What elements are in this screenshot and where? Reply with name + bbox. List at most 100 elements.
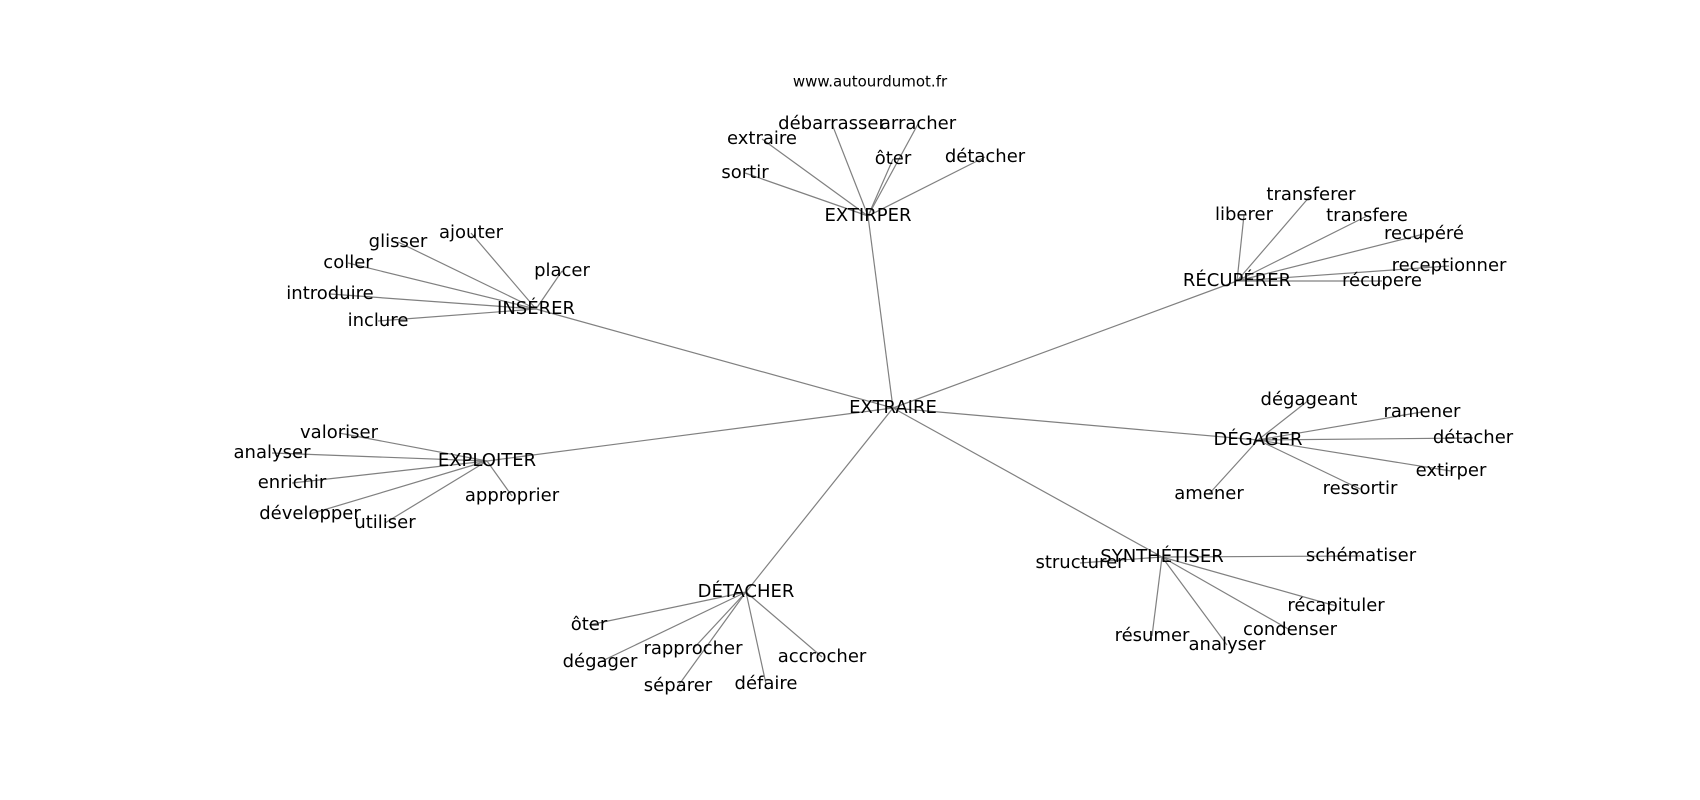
word-node-synthetiser-0[interactable]: structurer <box>1035 552 1125 573</box>
edge-degager-4 <box>1257 439 1361 490</box>
word-node-recuperer-2[interactable]: transfere <box>1326 205 1408 226</box>
word-node-recuperer-4[interactable]: receptionner <box>1392 255 1507 276</box>
word-node-recuperer-5[interactable]: récupere <box>1342 270 1422 291</box>
hub-node-synthetiser[interactable]: SYNTHÉTISER <box>1100 545 1223 567</box>
word-node-exploiter-3[interactable]: développer <box>259 503 361 524</box>
edge-inserer-2 <box>535 270 563 310</box>
edge-degager-3 <box>1257 439 1452 472</box>
edge-recuperer-3 <box>1236 233 1425 282</box>
edge-root-detacher <box>745 407 894 593</box>
edge-recuperer-0 <box>1236 214 1245 282</box>
word-node-synthetiser-4[interactable]: analyser <box>1189 634 1267 655</box>
word-node-extirper-3[interactable]: arracher <box>880 113 957 134</box>
word-node-degager-3[interactable]: extirper <box>1416 460 1487 481</box>
edge-root-inserer <box>535 308 894 409</box>
hub-node-recuperer[interactable]: RÉCUPÉRER <box>1183 269 1291 291</box>
edge-detacher-4 <box>745 591 767 685</box>
hub-node-exploiter[interactable]: EXPLOITER <box>438 450 536 471</box>
edge-synthetiser-3 <box>1161 556 1291 631</box>
word-node-recuperer-0[interactable]: liberer <box>1215 204 1274 225</box>
edge-root-exploiter <box>486 407 894 462</box>
edge-extirper-3 <box>867 123 919 217</box>
edge-root-extirper <box>867 215 894 409</box>
word-node-extirper-1[interactable]: extraire <box>727 128 797 149</box>
edge-detacher-5 <box>745 591 823 658</box>
word-node-detacher-2[interactable]: rapprocher <box>643 638 743 659</box>
edges <box>271 123 1474 687</box>
edge-extirper-5 <box>867 156 986 217</box>
word-node-degager-0[interactable]: dégageant <box>1261 389 1358 410</box>
root-node[interactable]: EXTRAIRE <box>849 397 937 418</box>
word-node-synthetiser-2[interactable]: récapituler <box>1287 595 1385 616</box>
word-node-exploiter-2[interactable]: enrichir <box>258 472 327 493</box>
word-node-synthetiser-3[interactable]: condenser <box>1243 619 1338 640</box>
hub-node-extirper[interactable]: EXTIRPER <box>825 205 912 226</box>
word-node-detacher-3[interactable]: séparer <box>644 675 713 696</box>
word-node-inserer-1[interactable]: ajouter <box>439 222 504 243</box>
edge-inserer-0 <box>397 241 537 310</box>
word-node-inserer-4[interactable]: introduire <box>286 283 373 304</box>
word-node-exploiter-1[interactable]: analyser <box>234 442 312 463</box>
word-node-degager-1[interactable]: ramener <box>1384 401 1462 422</box>
edge-synthetiser-1 <box>1161 555 1362 558</box>
word-node-detacher-1[interactable]: dégager <box>563 651 638 672</box>
word-node-extirper-0[interactable]: sortir <box>721 162 769 183</box>
word-node-inserer-0[interactable]: glisser <box>369 231 428 252</box>
word-node-inserer-5[interactable]: inclure <box>348 310 409 331</box>
word-node-synthetiser-1[interactable]: schématiser <box>1306 545 1417 566</box>
edge-extirper-1 <box>761 138 869 217</box>
word-node-recuperer-1[interactable]: transferer <box>1266 184 1356 205</box>
word-node-detacher-4[interactable]: défaire <box>735 673 798 694</box>
edge-inserer-4 <box>329 293 537 310</box>
word-node-inserer-2[interactable]: placer <box>534 260 590 281</box>
edge-degager-2 <box>1257 437 1474 441</box>
word-node-extirper-5[interactable]: détacher <box>945 146 1026 167</box>
edge-recuperer-1 <box>1236 194 1312 282</box>
edge-degager-0 <box>1257 399 1310 441</box>
edge-detacher-0 <box>588 591 747 626</box>
edge-exploiter-5 <box>486 460 513 497</box>
word-node-synthetiser-5[interactable]: résumer <box>1115 625 1190 646</box>
edge-recuperer-2 <box>1236 215 1368 282</box>
word-node-exploiter-0[interactable]: valoriser <box>300 422 379 443</box>
edge-synthetiser-4 <box>1161 556 1228 646</box>
edge-degager-1 <box>1257 411 1423 441</box>
edge-synthetiser-5 <box>1151 556 1163 637</box>
edge-exploiter-2 <box>291 460 488 484</box>
edge-detacher-1 <box>599 591 747 663</box>
edge-root-recuperer <box>892 280 1238 409</box>
edge-degager-5 <box>1208 439 1259 495</box>
edge-extirper-2 <box>831 123 869 217</box>
hub-node-degager[interactable]: DÉGAGER <box>1213 428 1302 450</box>
word-node-degager-5[interactable]: amener <box>1174 483 1244 504</box>
edge-recuperer-4 <box>1236 265 1450 282</box>
edge-extirper-0 <box>744 172 869 217</box>
word-node-inserer-3[interactable]: coller <box>323 252 373 273</box>
edge-exploiter-1 <box>271 452 488 462</box>
edge-inserer-1 <box>470 232 537 310</box>
edge-root-degager <box>892 407 1259 441</box>
site-watermark: www.autourdumot.fr <box>793 73 948 91</box>
edge-inserer-3 <box>347 262 537 310</box>
edge-synthetiser-2 <box>1161 556 1337 607</box>
word-node-degager-4[interactable]: ressortir <box>1323 478 1398 499</box>
word-node-recuperer-3[interactable]: recupéré <box>1384 223 1464 244</box>
hub-node-inserer[interactable]: INSÉRER <box>497 297 575 319</box>
edge-detacher-3 <box>677 591 747 687</box>
edge-exploiter-4 <box>384 460 488 524</box>
edge-exploiter-3 <box>309 460 488 515</box>
word-node-exploiter-4[interactable]: utiliser <box>354 512 416 533</box>
word-node-detacher-5[interactable]: accrocher <box>778 646 867 667</box>
edge-inserer-5 <box>377 308 537 322</box>
word-node-detacher-0[interactable]: ôter <box>571 614 608 635</box>
edge-extirper-4 <box>867 158 894 217</box>
edge-detacher-2 <box>692 591 747 650</box>
word-node-degager-2[interactable]: détacher <box>1433 427 1514 448</box>
word-node-exploiter-5[interactable]: approprier <box>465 485 560 506</box>
edge-synthetiser-0 <box>1079 556 1163 564</box>
hub-node-detacher[interactable]: DÉTACHER <box>698 580 795 602</box>
word-node-extirper-2[interactable]: débarrasser <box>778 113 886 134</box>
word-node-extirper-4[interactable]: ôter <box>875 148 912 169</box>
